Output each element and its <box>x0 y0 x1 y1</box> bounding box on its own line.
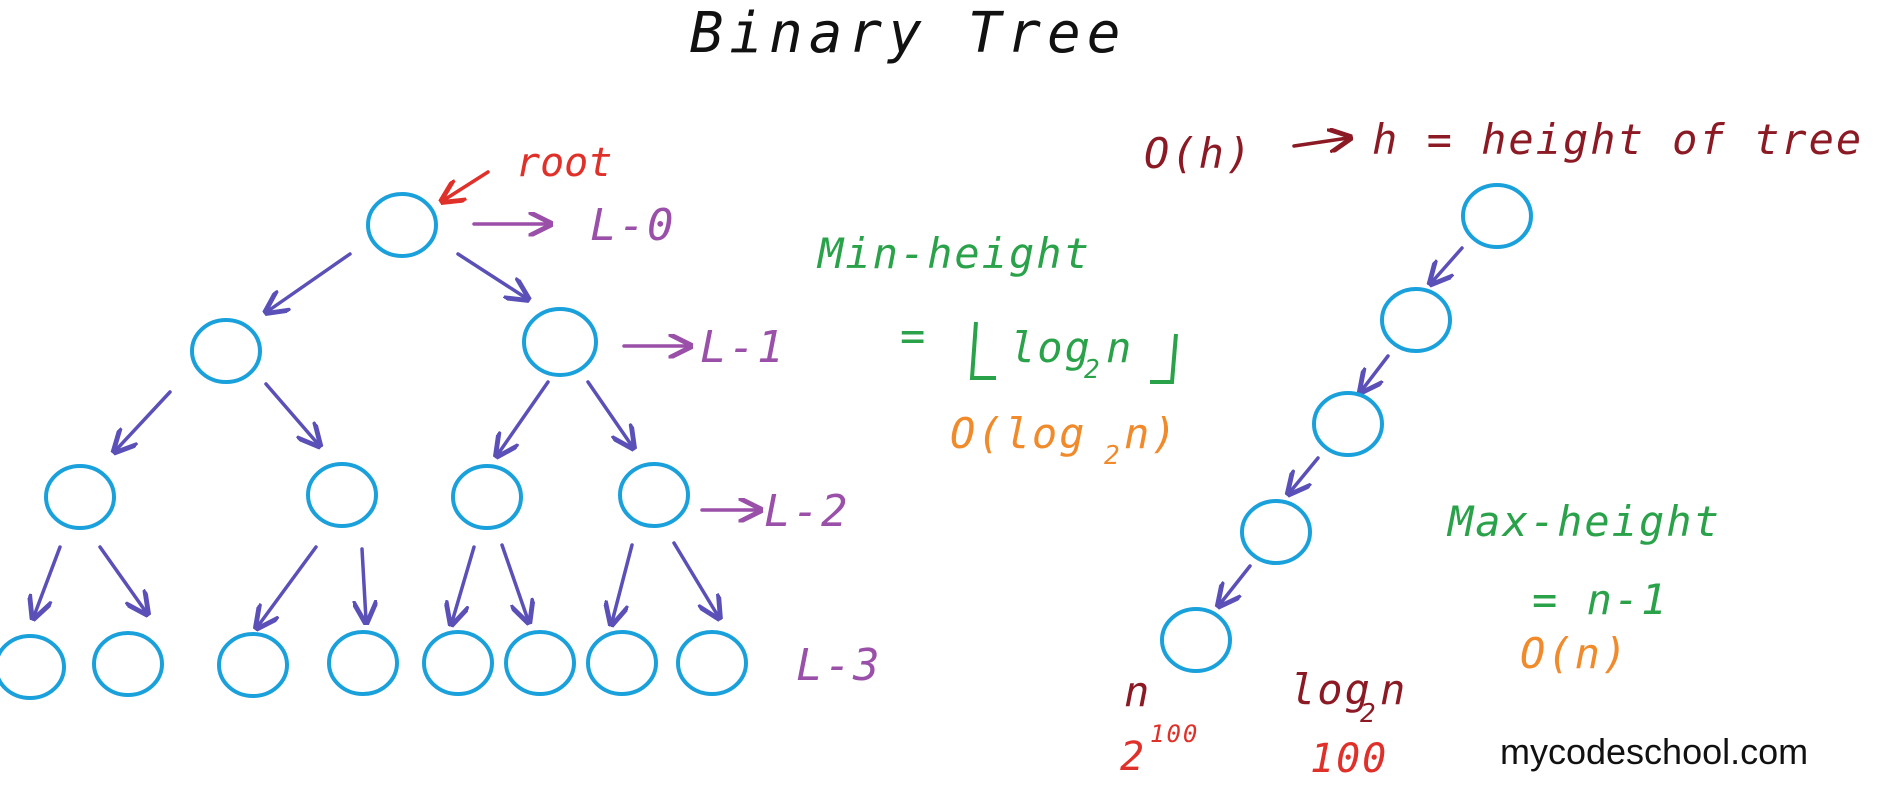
floor-bracket-right <box>1150 333 1178 384</box>
edge <box>98 545 146 612</box>
edge <box>498 380 550 454</box>
skewed-tree <box>1160 183 1533 673</box>
tree-node <box>618 462 690 528</box>
root-label: root <box>516 140 612 186</box>
min-height-heading: Min-height <box>816 229 1091 278</box>
skewed-node <box>1461 183 1533 249</box>
height-note: O(h) h = height of tree <box>1144 115 1863 178</box>
level-label-1: L-1 <box>700 322 785 373</box>
log-label-prefix: log <box>1290 665 1372 714</box>
min-height-log-base: 2 <box>1084 355 1102 385</box>
tree-node-leaf <box>504 630 576 696</box>
min-height-equals: = <box>900 311 927 360</box>
tree-node-leaf <box>422 630 494 696</box>
tree-node <box>190 318 262 384</box>
edge <box>1362 354 1390 390</box>
tree-node-leaf <box>217 632 289 698</box>
edge <box>264 382 318 444</box>
floor-bracket-left <box>969 321 996 380</box>
n-value-exponent: 100 <box>1150 720 1199 748</box>
edge <box>500 543 528 620</box>
edge <box>452 545 476 622</box>
skewed-node <box>1312 391 1384 457</box>
edge <box>456 252 526 298</box>
tree-node-root <box>366 192 438 258</box>
edge <box>672 541 718 616</box>
level-label-2: L-2 <box>764 486 849 537</box>
site-watermark: mycodeschool.com <box>1500 731 1808 772</box>
skewed-node <box>1380 287 1452 353</box>
min-height-big-o-prefix: O(log <box>950 409 1086 458</box>
height-big-o: O(h) <box>1144 129 1253 178</box>
edge <box>586 380 632 446</box>
tree-node-leaf <box>586 630 658 696</box>
tree-node-leaf <box>327 630 399 696</box>
n-value-base: 2 <box>1120 734 1146 780</box>
edge <box>1290 456 1320 492</box>
min-height-log: log <box>1010 323 1092 372</box>
skewed-node <box>1240 499 1312 565</box>
n-label: n <box>1124 667 1151 716</box>
edge <box>116 390 172 450</box>
min-height-big-o-sub: 2 <box>1104 441 1122 471</box>
bottom-notes: n 2 100 log 2 n 100 <box>1120 665 1407 782</box>
edge <box>612 543 634 622</box>
min-height-notes: Min-height = log 2 n O(log 2 n) <box>816 229 1179 471</box>
edge <box>1432 246 1464 282</box>
height-arrow <box>1292 138 1348 146</box>
tree-node <box>306 462 378 528</box>
tree-node <box>451 464 523 530</box>
max-height-heading: Max-height <box>1446 497 1721 546</box>
tree-node <box>522 307 598 377</box>
max-height-big-o: O(n) <box>1520 629 1629 678</box>
log-label-suffix: n <box>1380 665 1407 714</box>
log-label-sub: 2 <box>1360 699 1378 729</box>
max-height-formula: = n-1 <box>1532 575 1668 624</box>
tree-node-leaf <box>0 634 66 700</box>
diagram-title: Binary Tree <box>690 1 1127 66</box>
tree-node-leaf <box>676 630 748 696</box>
height-definition: h = height of tree <box>1372 115 1863 164</box>
tree-node <box>44 464 116 530</box>
edge <box>34 545 62 616</box>
level-label-0: L-0 <box>590 200 675 251</box>
edge <box>258 545 318 626</box>
min-height-big-o-suffix: n) <box>1124 409 1179 458</box>
log-value: 100 <box>1310 736 1388 782</box>
skewed-node <box>1160 607 1232 673</box>
root-arrow <box>444 170 490 200</box>
complete-tree: root L-0 L-1 L-2 L-3 <box>0 140 881 700</box>
max-height-notes: Max-height = n-1 O(n) <box>1446 497 1721 678</box>
min-height-var: n <box>1106 323 1133 372</box>
edge <box>362 547 366 620</box>
edge <box>1220 564 1252 604</box>
tree-node-leaf <box>92 631 164 697</box>
level-label-3: L-3 <box>796 640 881 691</box>
edge <box>268 252 352 311</box>
